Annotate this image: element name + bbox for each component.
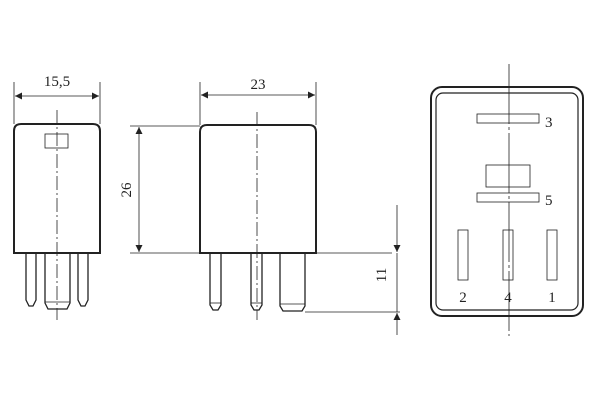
front-view: 23 26: [119, 77, 400, 320]
front-body: [199, 124, 317, 254]
bottom-inner: [435, 92, 579, 311]
terminal-3-slot: [476, 113, 540, 124]
terminal-4-slot: [502, 229, 514, 281]
front-width-label: 23: [251, 77, 266, 93]
height-label: 26: [119, 182, 135, 198]
terminal-1-label: 1: [548, 290, 556, 306]
side-body: [13, 123, 101, 254]
front-pin-1: [209, 253, 222, 311]
terminal-4-label: 4: [504, 290, 512, 306]
terminal-1-slot: [546, 229, 558, 281]
side-view: 15,5: [13, 74, 101, 320]
front-pin-3: [279, 253, 306, 312]
terminal-2-label: 2: [459, 290, 467, 306]
side-pin-middle: [44, 253, 71, 310]
pin-length-dimension: 11: [374, 205, 401, 335]
key-block: [485, 164, 531, 188]
side-width-label: 15,5: [44, 74, 70, 90]
side-pin-right: [77, 253, 89, 307]
bottom-view: 3 5 2 4 1: [430, 64, 584, 336]
terminal-5-label: 5: [545, 193, 553, 209]
side-pin-left: [25, 253, 37, 307]
pin-length-label: 11: [374, 268, 390, 282]
front-pin-2: [250, 253, 263, 311]
bottom-outer: [430, 86, 584, 317]
terminal-5-slot: [476, 192, 540, 203]
terminal-2-slot: [457, 229, 469, 281]
side-window: [44, 133, 69, 149]
terminal-3-label: 3: [545, 115, 553, 131]
